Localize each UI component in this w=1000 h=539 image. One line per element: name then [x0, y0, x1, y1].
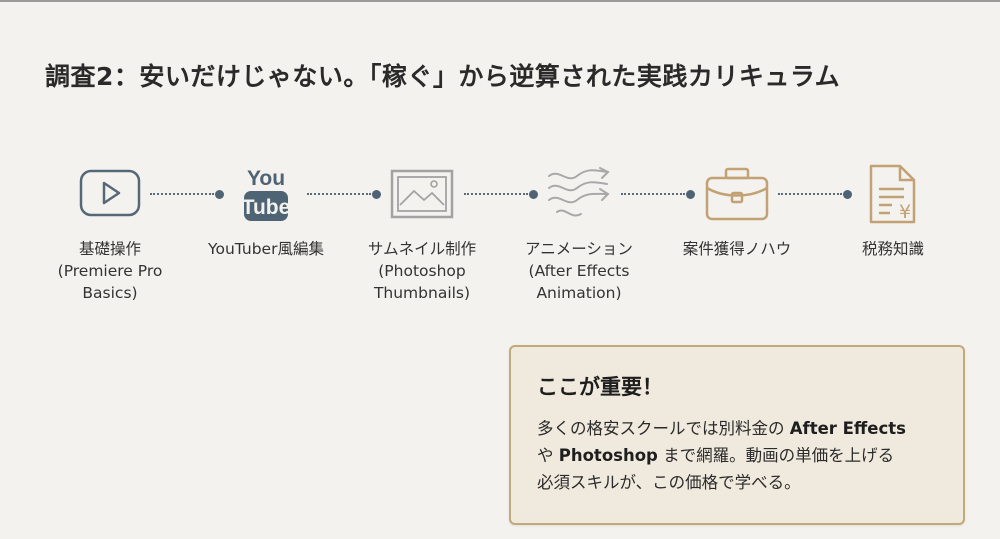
play-button-icon: [40, 164, 180, 224]
step-title: 案件獲得ノハウ: [682, 240, 792, 258]
image-picture-icon: [352, 164, 492, 224]
step-title: サムネイル制作: [367, 240, 477, 258]
callout-text: 必須スキルが、この価格で学べる。: [537, 473, 801, 492]
step-subtitle: (After Effects: [528, 262, 630, 280]
step-subtitle: (Photoshop: [378, 262, 466, 280]
callout-text: 多くの格安スクールでは別料金の: [537, 419, 790, 438]
curriculum-step-youtuber-edit: You Tube YouTuber風編集: [196, 164, 336, 260]
svg-text:You: You: [247, 167, 285, 190]
step-subtitle: Thumbnails): [373, 284, 471, 302]
important-callout-box: ここが重要！ 多くの格安スクールでは別料金の After Effects や P…: [509, 345, 965, 525]
callout-body: 多くの格安スクールでは別料金の After Effects や Photosho…: [537, 415, 945, 496]
top-border: [0, 0, 1000, 2]
curriculum-step-job-acquisition: 案件獲得ノハウ: [667, 164, 807, 260]
wave-arrows-icon: [509, 164, 649, 224]
connector: [621, 190, 695, 199]
callout-heading: ここが重要！: [537, 375, 663, 399]
document-yen-icon: ¥: [823, 164, 963, 224]
connector: [150, 190, 224, 199]
callout-text: まで網羅。動画の単価を上げる: [657, 446, 895, 465]
connector: [307, 190, 381, 199]
connector-dot: [215, 190, 224, 199]
step-title: アニメーション: [525, 240, 633, 258]
youtube-logo-icon: You Tube: [196, 164, 336, 224]
connector-dot: [372, 190, 381, 199]
svg-text:Tube: Tube: [242, 196, 291, 219]
step-subtitle: (Premiere Pro: [57, 262, 163, 280]
curriculum-step-thumbnail: サムネイル制作 (Photoshop Thumbnails): [352, 164, 492, 304]
connector-dot: [843, 190, 852, 199]
briefcase-icon: [667, 164, 807, 224]
svg-text:¥: ¥: [899, 201, 911, 223]
callout-highlight: Photoshop: [558, 446, 658, 465]
callout-highlight: After Effects: [789, 419, 906, 438]
step-title: 税務知識: [861, 240, 924, 258]
connector: [778, 190, 852, 199]
step-subtitle: Basics): [82, 284, 138, 302]
connector-dot: [686, 190, 695, 199]
callout-text: や: [537, 446, 559, 465]
step-title: 基礎操作: [78, 240, 141, 258]
page-title: 調査2：安いだけじゃない。「稼ぐ」から逆算された実践カリキュラム: [45, 61, 841, 91]
step-subtitle: Animation): [536, 284, 622, 302]
curriculum-step-animation: アニメーション (After Effects Animation): [509, 164, 649, 304]
step-title: YouTuber風編集: [208, 240, 324, 258]
connector-dot: [529, 190, 538, 199]
connector: [464, 190, 538, 199]
curriculum-step-premiere: 基礎操作 (Premiere Pro Basics): [40, 164, 180, 304]
curriculum-step-tax-knowledge: ¥ 税務知識: [823, 164, 963, 260]
